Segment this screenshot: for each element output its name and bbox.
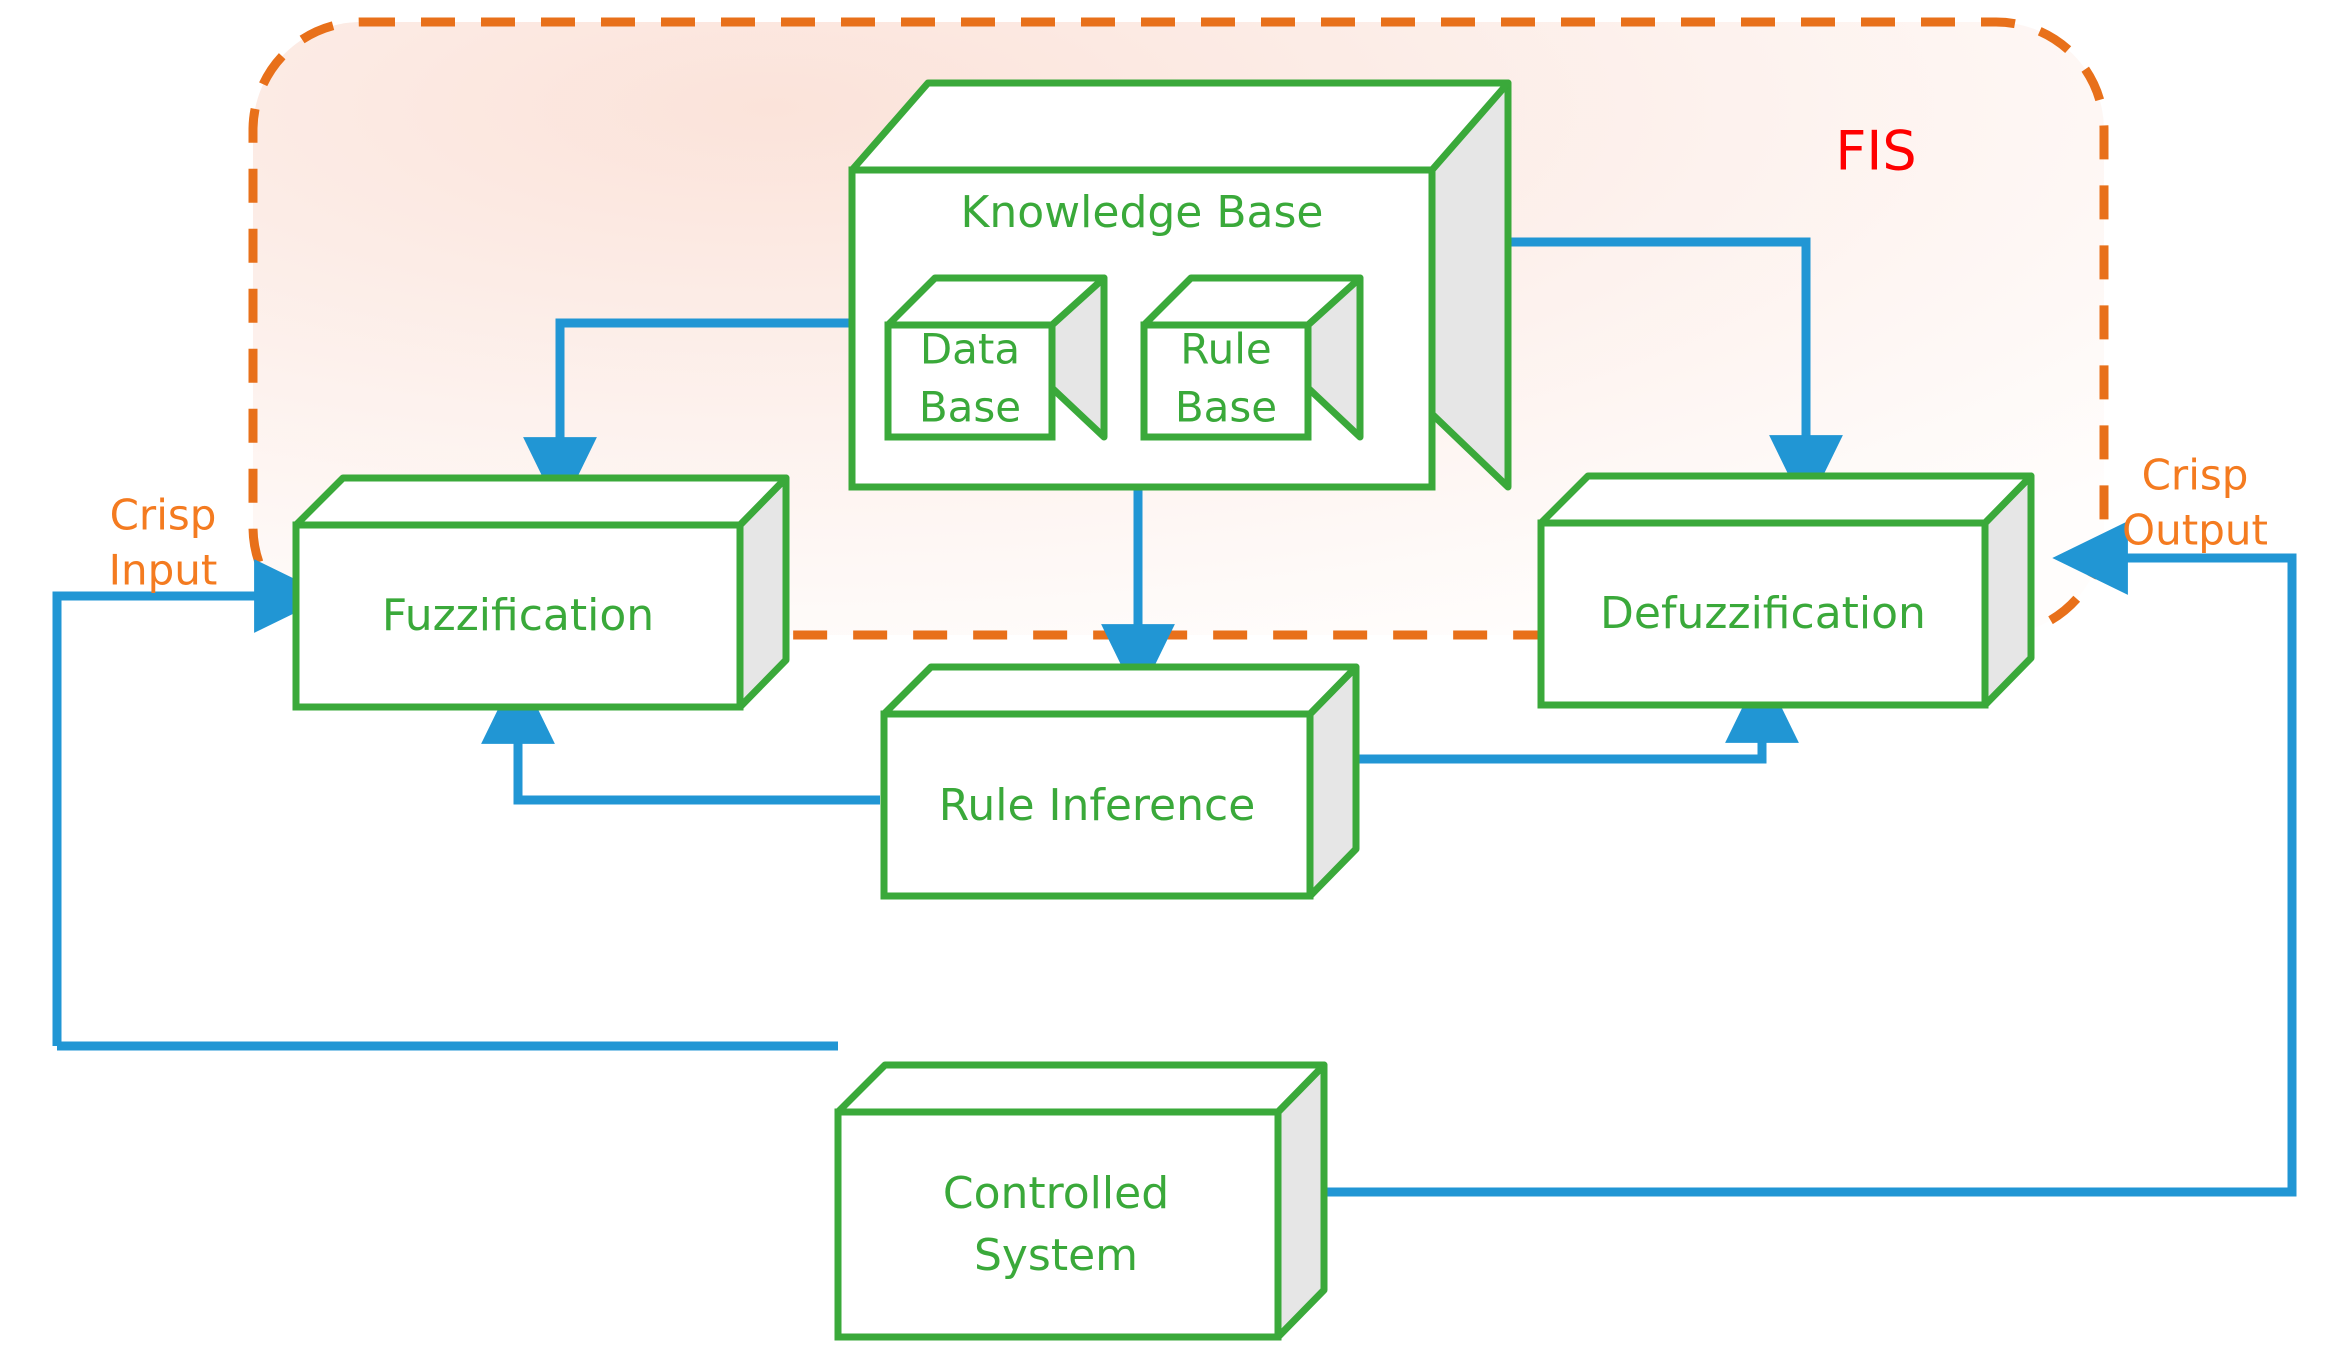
rule-base-box[interactable]: Rule Base [1140, 274, 1364, 441]
wire-rule-inference-to-defuzzification [1356, 715, 1767, 764]
wire-crisp-input [52, 591, 283, 1046]
data-base-label-line1: Data [920, 325, 1020, 374]
crisp-output-line2: Output [2122, 506, 2268, 555]
defuzzification-front-face [1537, 519, 1989, 709]
knowledge-base-box[interactable]: Knowledge Base Data Base Rule Base [848, 79, 1512, 491]
rule-inference-top-face [880, 663, 1360, 718]
defuzzification-label: Defuzzification [1600, 588, 1926, 639]
defuzzification-top-face [1537, 472, 2035, 527]
defuzzification-box[interactable]: Defuzzification [1537, 472, 2035, 709]
fuzzification-box[interactable]: Fuzzification [292, 474, 790, 711]
controlled-system-label-line1: Controlled [943, 1168, 1169, 1219]
knowledge-base-label: Knowledge Base [961, 187, 1324, 238]
wire-kb-to-fuzzification [555, 318, 850, 465]
fuzzification-front-face [292, 521, 744, 711]
crisp-output-label: Crisp Output [2122, 451, 2268, 555]
data-base-front-face [884, 321, 1056, 441]
fuzzification-top-face [292, 474, 790, 529]
wire-rule-inference-to-fuzzification [513, 716, 880, 805]
crisp-input-line1: Crisp [110, 491, 217, 540]
crisp-input-line2: Input [109, 546, 218, 595]
crisp-output-line1: Crisp [2142, 451, 2249, 500]
rule-base-front-face [1140, 321, 1312, 441]
controlled-system-front-face [834, 1108, 1282, 1341]
knowledge-base-top-face [848, 79, 1512, 174]
rule-base-label-line1: Rule [1180, 325, 1271, 374]
rule-inference-box[interactable]: Rule Inference [880, 663, 1360, 900]
rule-base-label-line2: Base [1175, 383, 1277, 432]
data-base-box[interactable]: Data Base [884, 274, 1108, 441]
fuzzification-label: Fuzzification [382, 590, 654, 641]
rule-inference-front-face [880, 710, 1314, 900]
controlled-system-top-face [834, 1061, 1328, 1116]
rule-inference-label: Rule Inference [939, 780, 1256, 831]
crisp-input-label: Crisp Input [109, 491, 218, 595]
controlled-system-label-line2: System [974, 1230, 1138, 1281]
controlled-system-box[interactable]: Controlled System [834, 1061, 1328, 1341]
wire-crisp-output [1324, 553, 2297, 1197]
wire-layer [52, 237, 2297, 1197]
fis-label: FIS [1835, 120, 1916, 183]
data-base-label-line2: Base [919, 383, 1021, 432]
wire-kb-to-defuzzification [1508, 237, 1811, 463]
